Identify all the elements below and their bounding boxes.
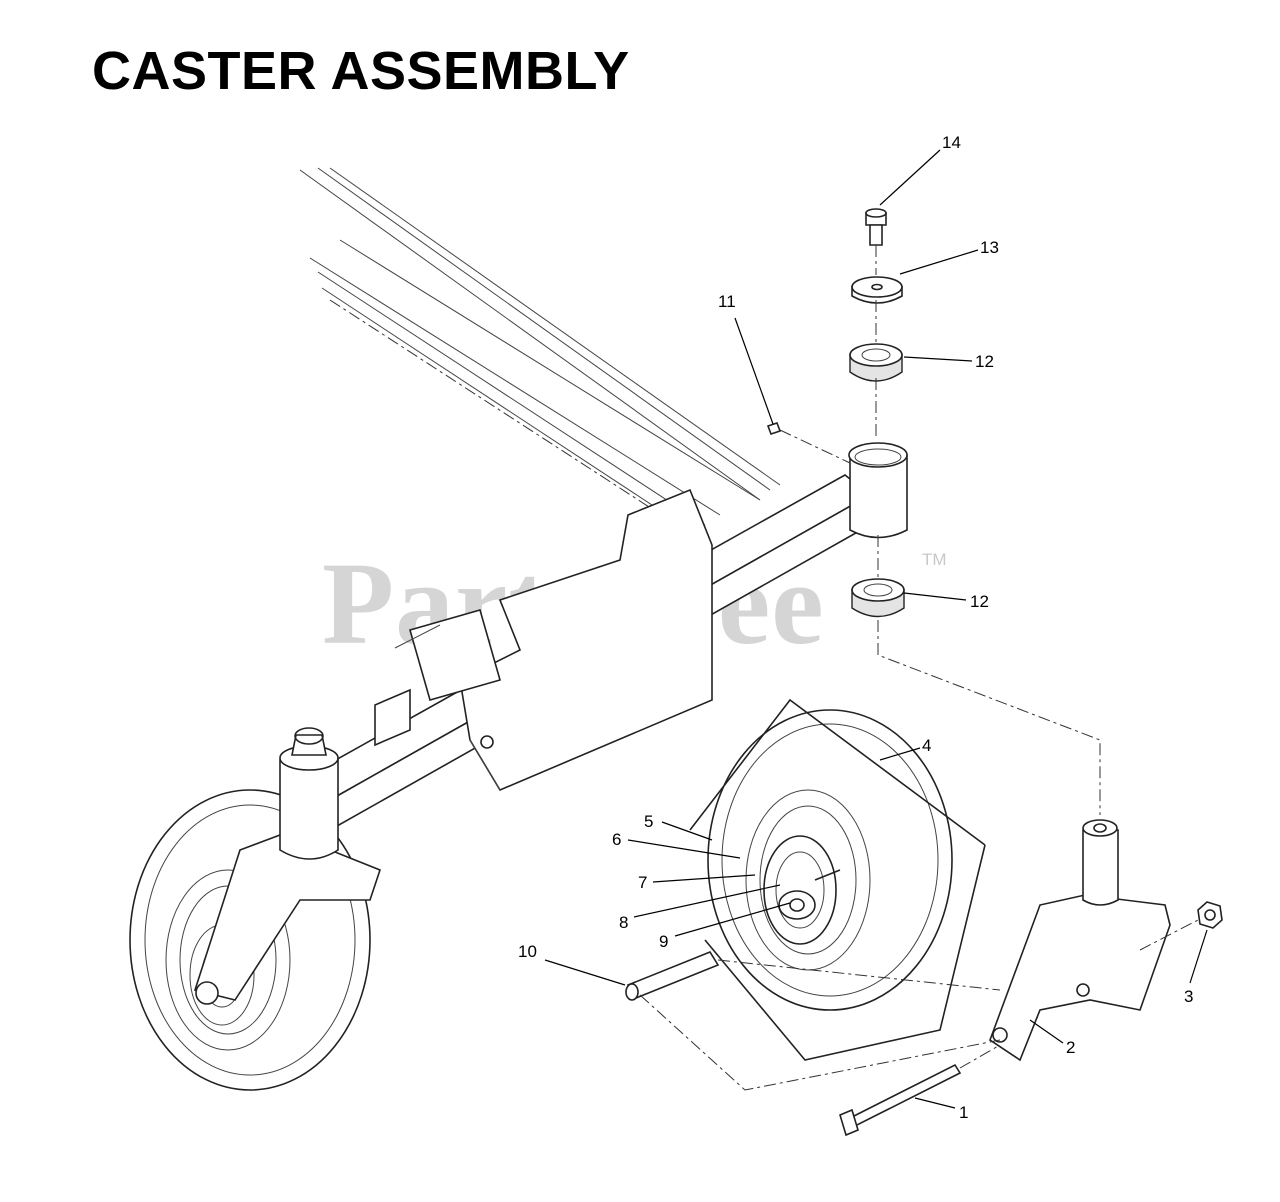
callout-3: 3 (1184, 987, 1193, 1006)
callout-7: 7 (638, 873, 647, 892)
callout-labels: 1 2 3 4 5 6 7 8 9 10 11 12 12 13 14 (518, 133, 1193, 1122)
left-caster-wheel (129, 727, 381, 1091)
frame-brackets (374, 488, 713, 792)
watermark-trademark: TM (922, 550, 947, 569)
bearing-upper (849, 343, 903, 382)
lock-nut (1197, 901, 1223, 929)
callout-5: 5 (644, 812, 653, 831)
diagram-title: CASTER ASSEMBLY (92, 41, 630, 101)
pivot-tube (848, 442, 908, 539)
callout-14: 14 (942, 133, 961, 152)
cap-screw (865, 208, 887, 246)
callout-4: 4 (922, 736, 931, 755)
callout-12-upper: 12 (975, 352, 994, 371)
group-bracket-4a (689, 698, 986, 846)
grease-fitting (766, 421, 782, 436)
exploded-wheel (707, 709, 953, 1011)
bearing-lower (851, 578, 905, 618)
callout-leaders (544, 149, 1208, 1109)
callout-9: 9 (659, 932, 668, 951)
callout-1: 1 (959, 1103, 968, 1122)
spacer-tube (625, 951, 720, 1001)
callout-8: 8 (619, 913, 628, 932)
callout-6: 6 (612, 830, 621, 849)
callout-12-lower: 12 (970, 592, 989, 611)
callout-11: 11 (718, 292, 736, 311)
caster-fork (989, 819, 1171, 1062)
callout-10: 10 (518, 942, 537, 961)
group-bracket-4b (704, 844, 986, 1061)
washer (851, 276, 903, 304)
callout-13: 13 (980, 238, 999, 257)
axle-bolt (839, 1063, 962, 1137)
callout-2: 2 (1066, 1038, 1075, 1057)
assembly-centerlines (639, 245, 1199, 1091)
frame-rails (299, 167, 781, 541)
